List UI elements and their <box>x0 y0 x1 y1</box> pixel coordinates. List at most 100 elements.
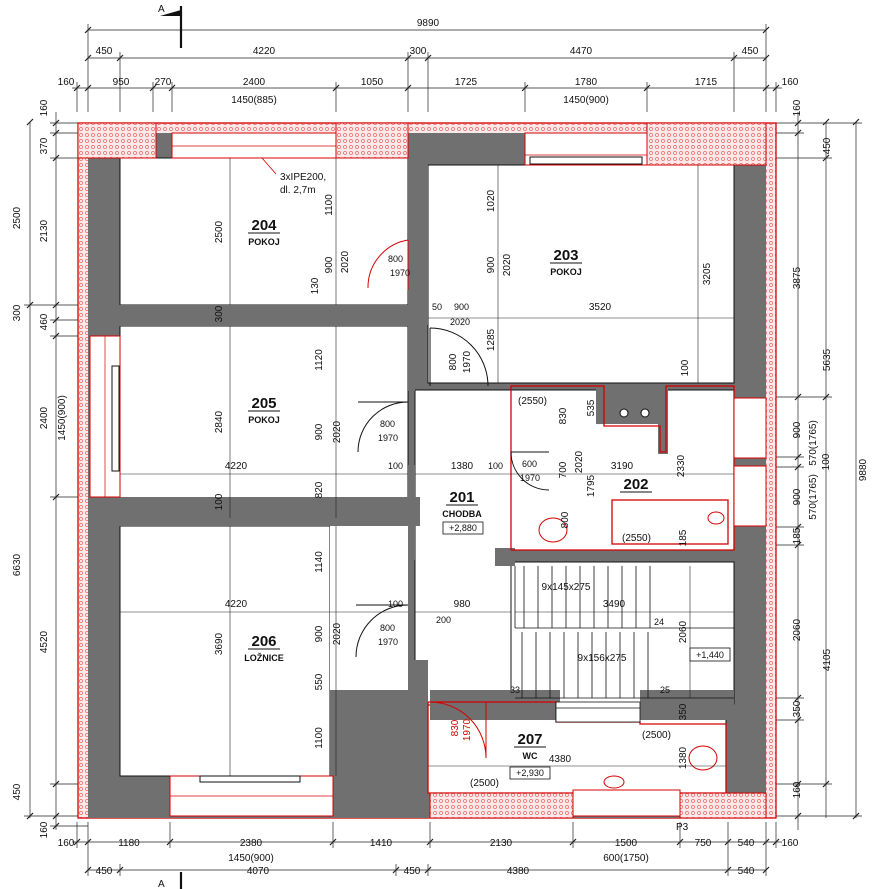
dim-right-outer-2: 5635 <box>822 348 833 371</box>
dim-bottom-r2-5: 540 <box>738 866 755 877</box>
stairs-area <box>510 561 735 705</box>
room-206-name: LOŽNICE <box>244 652 284 663</box>
dim-top-r3-2: 270 <box>155 77 172 88</box>
r202-dim-2: 535 <box>586 399 597 416</box>
room-201-area <box>414 389 512 706</box>
dim-bottom-r1-8: 160 <box>782 838 799 849</box>
door-202-width: 600 <box>522 459 537 469</box>
r202-dim-9: 185 <box>678 529 689 546</box>
r205-dim-2: 900 <box>314 423 325 440</box>
stairs-dim-0: 9x145x275 <box>542 582 591 593</box>
beam-note-line-1: 3xIPE200, <box>280 172 326 183</box>
staircase <box>514 566 734 723</box>
r204-dim-4: 130 <box>310 277 321 294</box>
door-204-width: 800 <box>388 254 403 264</box>
door-202-height: 1970 <box>520 473 540 483</box>
beam-note-line-2: dl. 2,7m <box>280 185 316 196</box>
room-204-number: 204 <box>251 217 277 234</box>
dim-top-r2-1: 4220 <box>253 46 276 57</box>
r204-dim-2: 2020 <box>340 250 351 273</box>
room-201-level: +2,880 <box>449 523 477 533</box>
r205-dim-4: 4220 <box>225 461 248 472</box>
r207-dim-0: 830 <box>450 719 461 736</box>
dim-left-inner-3: 300 <box>12 304 23 321</box>
r202-dim-4: 700 <box>558 461 569 478</box>
door-206-width: 800 <box>380 623 395 633</box>
dim-top-r3-0: 160 <box>58 77 75 88</box>
r202-dim-10: 800 <box>560 511 571 528</box>
r206-dim-2: 3690 <box>214 632 225 655</box>
dim-top-r2-2: 300 <box>410 46 427 57</box>
room-206-area <box>119 525 331 777</box>
dim-left-inner-7: 4520 <box>39 630 50 653</box>
r205-dim-5: 820 <box>314 481 325 498</box>
dim-left-outer-1: 6630 <box>12 553 23 576</box>
dim-right-inner-4: 900 <box>792 488 803 505</box>
dim-overall-width: 9890 <box>417 18 440 29</box>
door-205-width: 800 <box>380 419 395 429</box>
dim-left-inner-6: 1450(900) <box>57 395 68 441</box>
dim-right-outer-3: 4105 <box>822 648 833 671</box>
r206-dim-4: 2020 <box>332 622 343 645</box>
dim-bottom-r1-1: 1180 <box>118 838 140 849</box>
stairs-dim-7: 25 <box>660 685 670 695</box>
stairs-dim-6: 33 <box>510 685 520 695</box>
top-dimension-lines <box>72 24 782 112</box>
dim-top-r2-4: 450 <box>742 46 759 57</box>
door-204-height: 1970 <box>390 268 410 278</box>
dim-top-r3-1: 950 <box>113 77 130 88</box>
corridor-dim-3: 980 <box>454 599 471 610</box>
r203-dim-0: 1020 <box>486 189 497 212</box>
dim-left-inner-8: 450 <box>12 783 23 800</box>
dim-left-inner-1: 370 <box>39 137 50 154</box>
svg-text:A: A <box>158 879 165 889</box>
right-dimension-ticks <box>794 118 860 820</box>
bottom-dimension-ticks <box>73 838 780 874</box>
r206-dim-0: 1140 <box>314 551 325 573</box>
room-205-name: POKOJ <box>248 415 280 425</box>
dim-bottom-r2-2: 450 <box>404 866 421 877</box>
r202-dim-1: 830 <box>558 407 569 424</box>
dim-bottom-r2-1: 4070 <box>247 866 270 877</box>
r203-dim-5: 50 <box>432 302 442 312</box>
r203-dim-8: 1285 <box>486 328 497 351</box>
dim-left-inner-5: 2400 <box>39 406 50 429</box>
dim-right-inner-0: 160 <box>792 99 803 116</box>
r207-dim-5: (2500) <box>470 778 499 789</box>
window-glass-lines <box>104 145 647 797</box>
section-marker-label: A <box>158 4 165 15</box>
door-201-height: 1970 <box>462 350 473 373</box>
stairs-dim-2: 24 <box>654 617 664 627</box>
dim-right-inner-9: 160 <box>792 781 803 798</box>
dim-top-window-left: 1450(885) <box>231 95 277 106</box>
r202-dim-7: 2330 <box>676 454 687 477</box>
r206-dim-6: 1100 <box>314 727 325 749</box>
r207-dim-4: 1380 <box>678 746 689 769</box>
r207-dim-2: (2500) <box>642 730 671 741</box>
dim-top-r3-4: 1050 <box>361 77 384 88</box>
door-206-height: 1970 <box>378 637 398 647</box>
right-windows <box>733 397 767 527</box>
dim-bottom-r2-4: 600(1750) <box>603 853 649 864</box>
dim-left-inner-0: 160 <box>39 99 50 116</box>
r203-dim-4: 3520 <box>589 302 612 313</box>
r205-dim-3: 2020 <box>332 420 343 443</box>
room-206-area-b <box>330 526 408 691</box>
r202-dim-0: (2550) <box>518 396 547 407</box>
r203-dim-6: 900 <box>454 302 469 312</box>
dim-left-inner-9: 160 <box>39 821 50 838</box>
room-204-area <box>119 157 409 306</box>
r202-dim-6: 3190 <box>611 461 634 472</box>
corridor-dim-0: 1380 <box>451 461 474 472</box>
dim-bottom-r1-7: 540 <box>738 838 755 849</box>
r206-dim-5: 550 <box>314 673 325 690</box>
dim-bottom-r1-6: 750 <box>695 838 712 849</box>
dim-bottom-window-left: 1450(900) <box>228 853 274 864</box>
room-201-number: 201 <box>449 489 474 506</box>
section-marker: A <box>158 4 183 48</box>
r204-dim-5: 300 <box>214 305 225 322</box>
partition-walls <box>88 133 734 790</box>
stairs-dim-3: 2060 <box>678 620 689 643</box>
room-interiors <box>119 157 735 794</box>
